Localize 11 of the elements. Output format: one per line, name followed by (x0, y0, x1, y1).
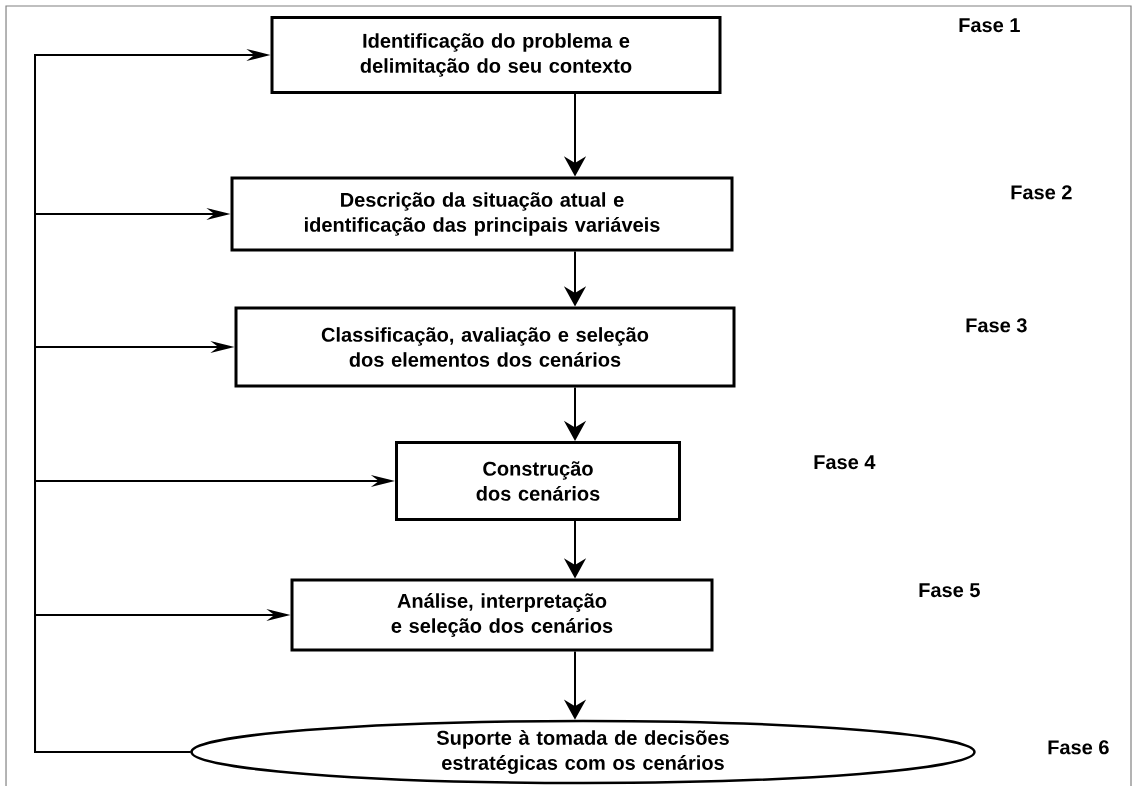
process-box: Classificação, avaliação e seleção dos elementos dos cenários (234, 306, 736, 388)
phase-label: Fase 1 (959, 18, 1020, 33)
phase-label: Fase 3 (966, 318, 1027, 333)
phase-label: Fase 6 (1048, 740, 1109, 755)
process-box: Identificação do problema e delimitação do seu contexto (270, 16, 722, 94)
phase-label: Fase 2 (1011, 185, 1072, 200)
process-box: Construção dos cenários (395, 441, 681, 521)
phase-label: Fase 5 (919, 583, 980, 598)
phase-label: Fase 4 (814, 455, 876, 470)
process-box: Descrição da situação atual e identificação das principais variáveis (230, 176, 734, 252)
process-box: Análise, interpretação e seleção dos cenários (290, 578, 714, 652)
